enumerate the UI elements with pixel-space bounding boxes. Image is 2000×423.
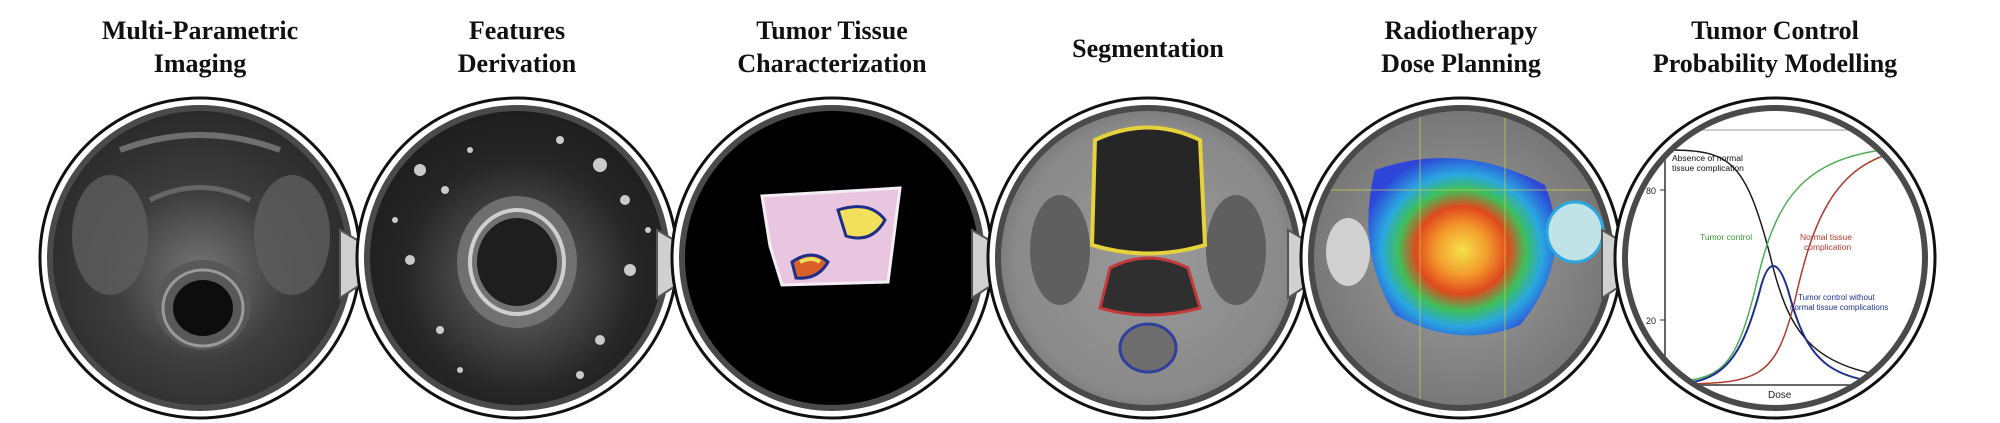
tcp-chart: 80 20 Dose Absence of normal tissue comp… <box>1646 129 1921 401</box>
panel-dose <box>1299 96 1623 420</box>
x-axis-label: Dose <box>1768 390 1792 401</box>
panel-tissue <box>670 96 994 420</box>
curve-tcw <box>1667 265 1921 385</box>
label-tcw-1: Tumor control without <box>1798 293 1875 302</box>
label-tumor-control: Tumor control <box>1700 232 1752 242</box>
y-tick-80: 80 <box>1646 186 1656 196</box>
label-ntc-2: complication <box>1804 242 1852 252</box>
panel-segmentation <box>986 96 1310 420</box>
curve-tumor-control <box>1667 146 1921 383</box>
panel-features <box>355 96 679 420</box>
label-ntc-1: Normal tissue <box>1800 232 1852 242</box>
panel-tcp: 80 20 Dose Absence of normal tissue comp… <box>1613 96 1937 420</box>
panel-imaging <box>38 96 362 420</box>
step-title-segmentation: Segmentation <box>1072 34 1224 63</box>
label-tcw-2: normal tissue complications <box>1790 303 1888 312</box>
curve-absence <box>1667 149 1921 381</box>
curve-normal-tissue <box>1667 147 1921 385</box>
label-absence-2: tissue complication <box>1672 163 1744 173</box>
label-absence-1: Absence of normal <box>1672 153 1743 163</box>
y-tick-20: 20 <box>1646 316 1656 326</box>
